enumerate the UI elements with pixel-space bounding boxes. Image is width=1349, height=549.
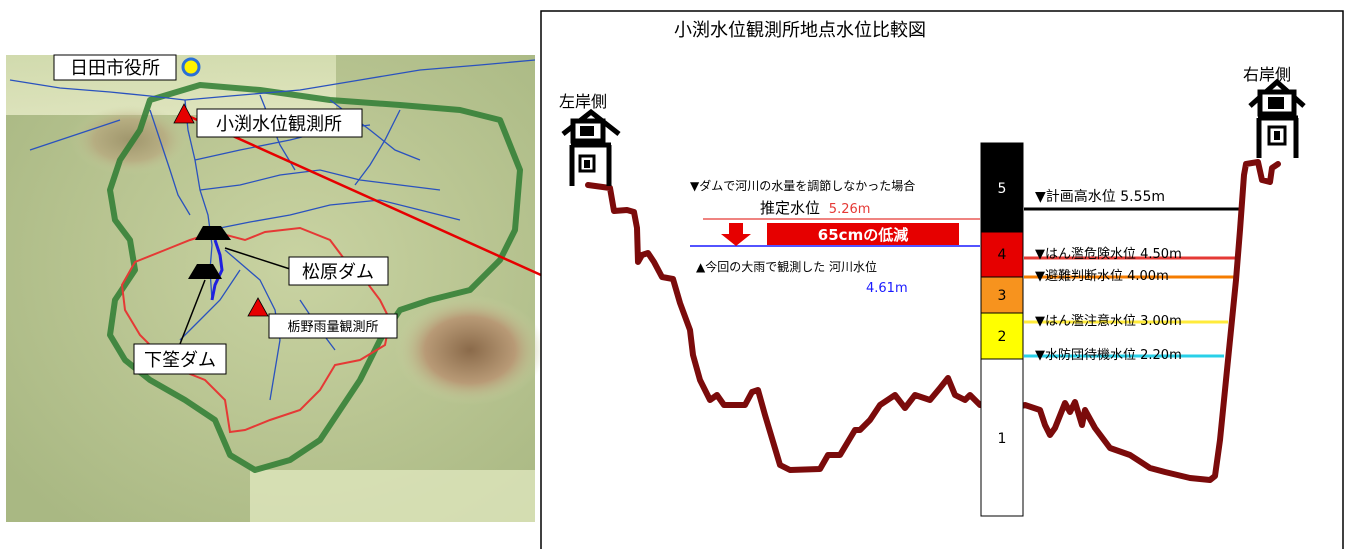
- observed-value: 4.61m: [866, 281, 908, 296]
- station-connector-line: [183, 112, 542, 277]
- basin-boundary: [107, 82, 523, 473]
- matsubara-label-box: [288, 256, 389, 286]
- right-bank-label: 右岸側: [1243, 65, 1291, 84]
- caution-level-label: ▼はん濫注意水位 3.00m: [1035, 313, 1182, 329]
- scale-segment-5: [980, 142, 1024, 233]
- right-house-icon: [1248, 78, 1306, 158]
- scale-label-3: 3: [998, 288, 1007, 304]
- city-hall-marker-icon: [181, 57, 201, 77]
- planned-high-water-label: ▼計画高水位 5.55m: [1035, 188, 1165, 205]
- comparison-panel: 小渕水位観測所地点水位比較図 5 4 3 2 1 ▼計画高水位 5.55m ▼は…: [540, 10, 1344, 549]
- water-level-station-icon: [173, 103, 195, 124]
- left-house-icon: [561, 108, 621, 186]
- scale-label-2: 2: [998, 329, 1007, 345]
- rain-gauge-label: 栃野雨量観測所: [287, 320, 378, 335]
- matsubara-label: 松原ダム: [302, 262, 374, 283]
- mountain-relief: [395, 295, 545, 405]
- scale-segment-4: [980, 231, 1024, 278]
- station-label-box: [196, 108, 363, 138]
- estimated-value-text: 5.26m: [829, 202, 871, 217]
- map-panel: 日田市役所 小渕水位観測所 松原ダム 下筌ダム 栃野雨量観測所: [6, 54, 545, 522]
- station-label: 小渕水位観測所: [216, 114, 342, 135]
- shimouke-dam-icon: [188, 264, 222, 279]
- city-hall-label-box: [53, 54, 177, 81]
- map-lowland: [250, 470, 535, 522]
- water-level-scale: 5 4 3 2 1: [980, 142, 1024, 517]
- reservoir: [210, 239, 224, 301]
- observed-note: ▲今回の大雨で観測した 河川水位: [696, 259, 877, 274]
- reduction-banner: [767, 223, 959, 245]
- reduction-arrow-icon: [721, 223, 751, 246]
- estimated-label-text: 推定水位: [760, 199, 820, 217]
- scale-label-5: 5: [998, 181, 1007, 197]
- reduction-text: 65cmの低減: [818, 226, 908, 244]
- rain-gauge-icon: [247, 297, 269, 317]
- shimouke-label-box: [133, 343, 227, 375]
- river-cross-section: [585, 159, 1281, 483]
- left-bank-label: 左岸側: [559, 92, 607, 111]
- without-dam-note: ▼ダムで河川の水量を調節しなかった場合: [690, 178, 915, 193]
- city-hall-label: 日田市役所: [70, 58, 160, 79]
- shimouke-leader-line: [179, 279, 206, 345]
- scale-label-1: 1: [998, 431, 1007, 447]
- standby-level-label: ▼水防団待機水位 2.20m: [1035, 347, 1182, 363]
- comparison-title: 小渕水位観測所地点水位比較図: [674, 20, 926, 41]
- scale-label-4: 4: [998, 247, 1007, 263]
- scale-segment-2: [980, 312, 1024, 360]
- danger-level-label: ▼はん濫危険水位 4.50m: [1035, 247, 1182, 262]
- comparison-frame: [540, 10, 1344, 549]
- scale-segment-1: [980, 358, 1024, 517]
- matsubara-dam-icon: [195, 226, 231, 240]
- scale-segment-3: [980, 276, 1024, 314]
- shimouke-label: 下筌ダム: [144, 350, 216, 371]
- rain-gauge-label-box: [268, 313, 398, 339]
- evacuation-level-label: ▼避難判断水位 4.00m: [1035, 269, 1169, 284]
- matsubara-leader-line: [224, 247, 291, 270]
- estimated-level-label: 推定水位 5.26m: [760, 199, 870, 217]
